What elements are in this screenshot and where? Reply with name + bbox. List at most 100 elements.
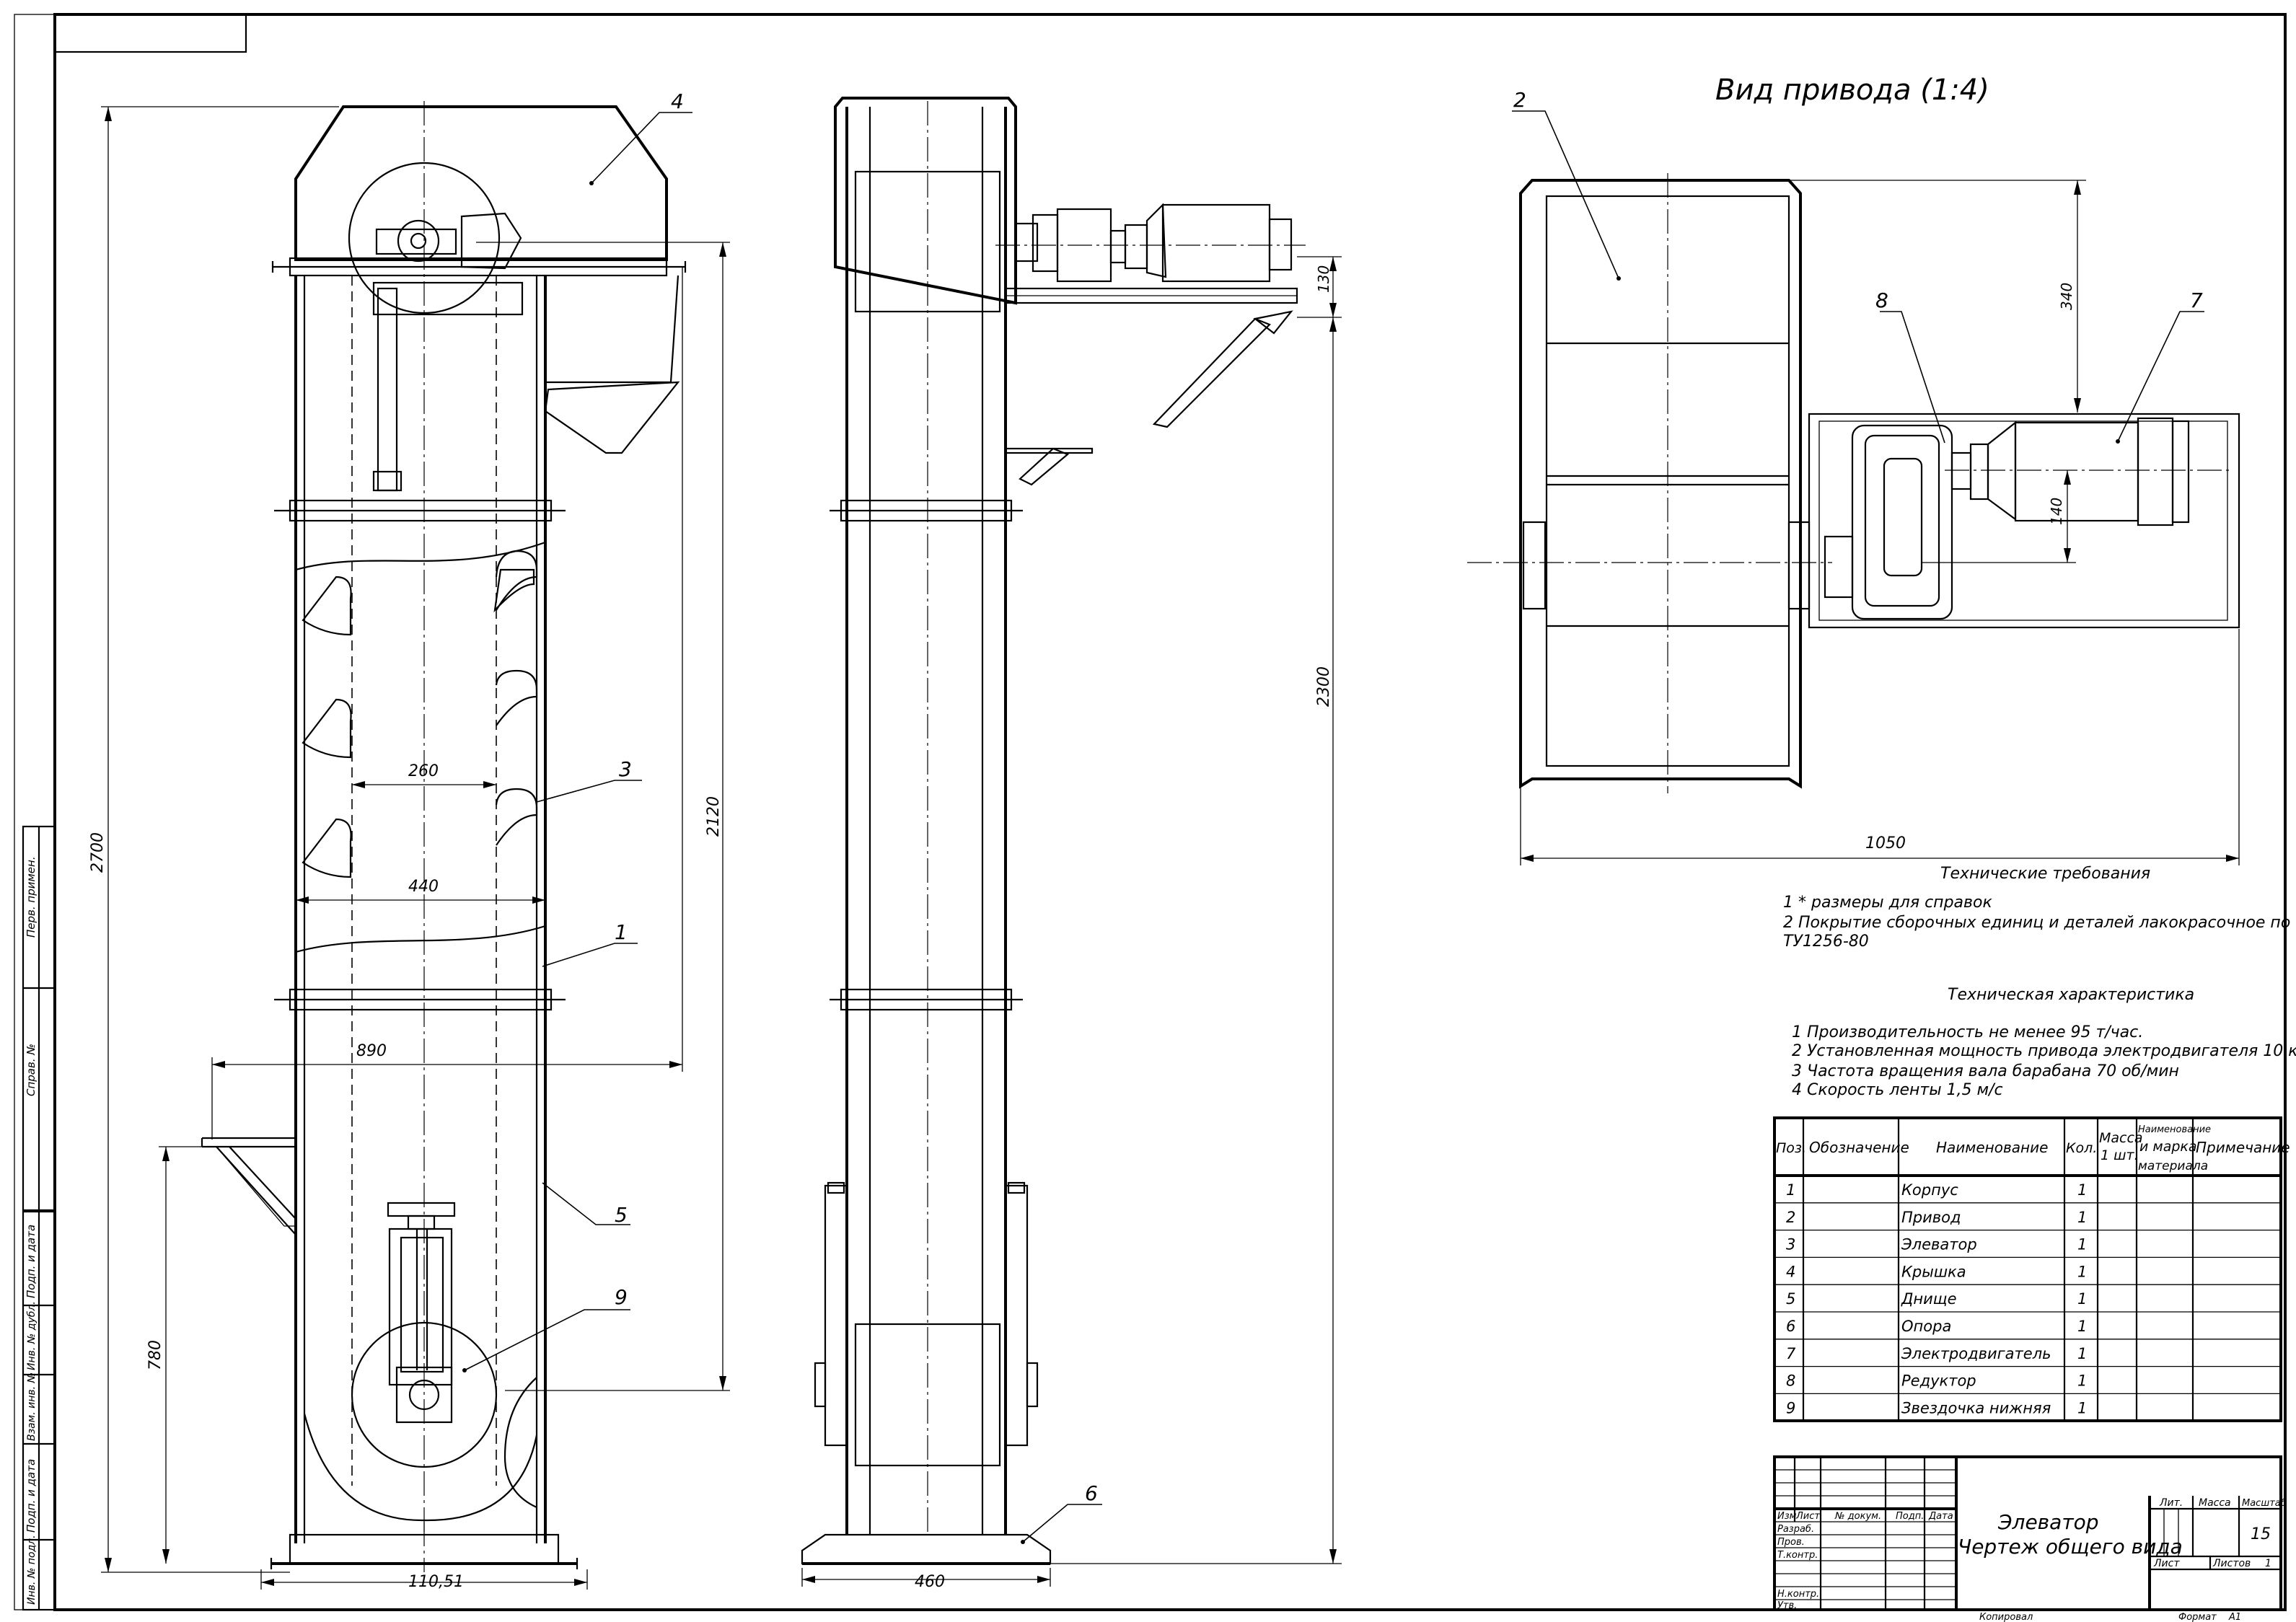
dim-1050: 1050: [1865, 834, 1906, 852]
dim-2120: 2120: [705, 796, 723, 837]
pos-8: 8: [1875, 288, 1888, 312]
dim-260: 260: [408, 762, 439, 780]
title-block: Изм Лист № докум. Подп. Дата Разраб. Про…: [1773, 1455, 2287, 1622]
spec-table: Поз. Обозначение Наименование Кол. Масса…: [1773, 1116, 2290, 1422]
tb-scale-value: 15: [2251, 1525, 2271, 1543]
tech-char-title: Техническая характеристика: [1948, 986, 2194, 1004]
spec-row-name: Электродвигатель: [1901, 1345, 2051, 1362]
spec-row-qty: 1: [2077, 1372, 2087, 1390]
spec-row-qty: 1: [2077, 1399, 2087, 1416]
tb-format-value: А1: [2228, 1612, 2241, 1622]
spec-row-qty: 1: [2077, 1345, 2087, 1362]
stamp-vzam-inv: Взам. инв. №: [26, 1372, 38, 1441]
tech-req-line-1: 1 * размеры для справок: [1783, 894, 1992, 912]
spec-row-name: Опора: [1901, 1318, 1951, 1335]
side-stamp: Перв. примен. Справ. № Подп. и дата Инв.…: [22, 825, 56, 1611]
front-view-dimensions: 2700 2120 260 440 890 780: [89, 106, 730, 1591]
dim-890: 890: [356, 1042, 387, 1060]
dim-130: 130: [1315, 265, 1332, 293]
tb-razrab: Разраб.: [1777, 1524, 1814, 1535]
tech-req-line-3: ТУ1256-80: [1783, 933, 1869, 951]
th-qty: Кол.: [2066, 1140, 2097, 1156]
stamp-inv-podl: Инв. № подл.: [26, 1535, 38, 1605]
spec-row-name: Крышка: [1901, 1263, 1966, 1280]
tb-masshtab: Масштаб: [2242, 1498, 2287, 1509]
tb-nkontr: Н.контр.: [1777, 1589, 1819, 1600]
pos-4: 4: [671, 89, 684, 113]
stamp-podp-data-2: Подп. и дата: [25, 1459, 38, 1533]
tb-massa: Масса: [2199, 1497, 2231, 1509]
tb-sheets-value: 1: [2265, 1558, 2271, 1569]
technical-requirements: Технические требования 1 * размеры для с…: [1783, 865, 2290, 951]
spec-row-name: Привод: [1901, 1209, 1961, 1226]
sheet-frame: [14, 13, 2287, 1611]
pos-3: 3: [619, 757, 632, 781]
tb-title-2: Чертеж общего вида: [1958, 1535, 2183, 1559]
spec-row-qty: 1: [2077, 1236, 2087, 1253]
pos-2: 2: [1513, 88, 1526, 112]
tb-sheets: Листов: [2212, 1558, 2251, 1569]
dim-2300: 2300: [1315, 666, 1333, 707]
tb-data: Дата: [1928, 1511, 1953, 1522]
tech-char-line-1: 1 Производительность не менее 95 т/час.: [1792, 1023, 2143, 1041]
th-note: Примечание: [2196, 1139, 2290, 1156]
spec-row-qty: 1: [2077, 1318, 2087, 1335]
th-mass-1: Масса: [2099, 1130, 2143, 1146]
tb-prov: Пров.: [1777, 1537, 1805, 1548]
th-material-1: Наименование: [2138, 1124, 2211, 1135]
tb-podp: Подп.: [1896, 1511, 1924, 1522]
th-material-3: материала: [2138, 1159, 2208, 1173]
spec-row-qty: 1: [2077, 1263, 2087, 1280]
stamp-sprav: Справ. №: [25, 1044, 38, 1096]
pos-5: 5: [615, 1203, 628, 1227]
spec-row-pos: 9: [1786, 1399, 1795, 1416]
spec-row-name: Звездочка нижняя: [1901, 1399, 2051, 1416]
tb-title-1: Элеватор: [1997, 1510, 2099, 1534]
spec-row-qty: 1: [2077, 1290, 2087, 1308]
position-leaders: 4 3 1 5 9 6 2 8 7: [462, 88, 2204, 1544]
spec-row-pos: 8: [1786, 1372, 1795, 1390]
side-view-dimensions: 130 2300 460: [801, 256, 1342, 1591]
dim-440: 440: [408, 878, 439, 896]
stamp-inv-dubl: Инв. № дубл.: [26, 1301, 38, 1370]
tb-izm: Изм: [1777, 1511, 1797, 1522]
tb-lit: Лит.: [2159, 1497, 2183, 1509]
tb-utv: Утв.: [1777, 1600, 1797, 1611]
tech-req-line-2: 2 Покрытие сборочных единиц и деталей ла…: [1783, 914, 2290, 932]
spec-row-name: Редуктор: [1901, 1372, 1976, 1390]
tech-req-title: Технические требования: [1940, 865, 2150, 883]
pos-6: 6: [1085, 1481, 1098, 1505]
spec-row-pos: 1: [1786, 1181, 1795, 1199]
spec-row-name: Элеватор: [1901, 1236, 1977, 1253]
th-designation: Обозначение: [1809, 1139, 1909, 1156]
pos-9: 9: [615, 1285, 628, 1309]
tech-char-line-2: 2 Установленная мощность привода электро…: [1792, 1042, 2296, 1060]
stamp-podp-data-1: Подп. и дата: [25, 1225, 38, 1298]
spec-row-name: Днище: [1901, 1290, 1956, 1308]
tb-format: Формат: [2178, 1612, 2217, 1622]
spec-row-pos: 7: [1786, 1345, 1796, 1362]
dim-460: 460: [915, 1573, 945, 1591]
dim-110-51: 110,51: [408, 1573, 464, 1591]
pos-1: 1: [615, 920, 628, 944]
front-view: [201, 101, 687, 1572]
th-mass-2: 1 шт.: [2101, 1147, 2139, 1163]
spec-row-pos: 5: [1786, 1290, 1795, 1308]
drive-view-dimensions: 1050 340 140: [1520, 180, 2240, 865]
stamp-perv-primen: Перв. примен.: [25, 856, 38, 938]
dim-2700: 2700: [89, 832, 107, 873]
th-material-2: и марка: [2139, 1139, 2197, 1155]
dim-780: 780: [146, 1340, 164, 1370]
spec-row-pos: 4: [1786, 1263, 1795, 1280]
spec-row-pos: 3: [1786, 1236, 1795, 1253]
tb-list: Лист: [1795, 1511, 1820, 1522]
spec-row-qty: 1: [2077, 1209, 2087, 1226]
spec-row-pos: 6: [1786, 1318, 1795, 1335]
tb-sheet: Лист: [2153, 1558, 2180, 1569]
dim-340: 340: [2058, 283, 2075, 310]
drive-view-title: Вид привода (1:4): [1715, 74, 1989, 107]
technical-characteristics: Техническая характеристика 1 Производите…: [1792, 986, 2296, 1099]
th-pos: Поз.: [1776, 1140, 1806, 1156]
